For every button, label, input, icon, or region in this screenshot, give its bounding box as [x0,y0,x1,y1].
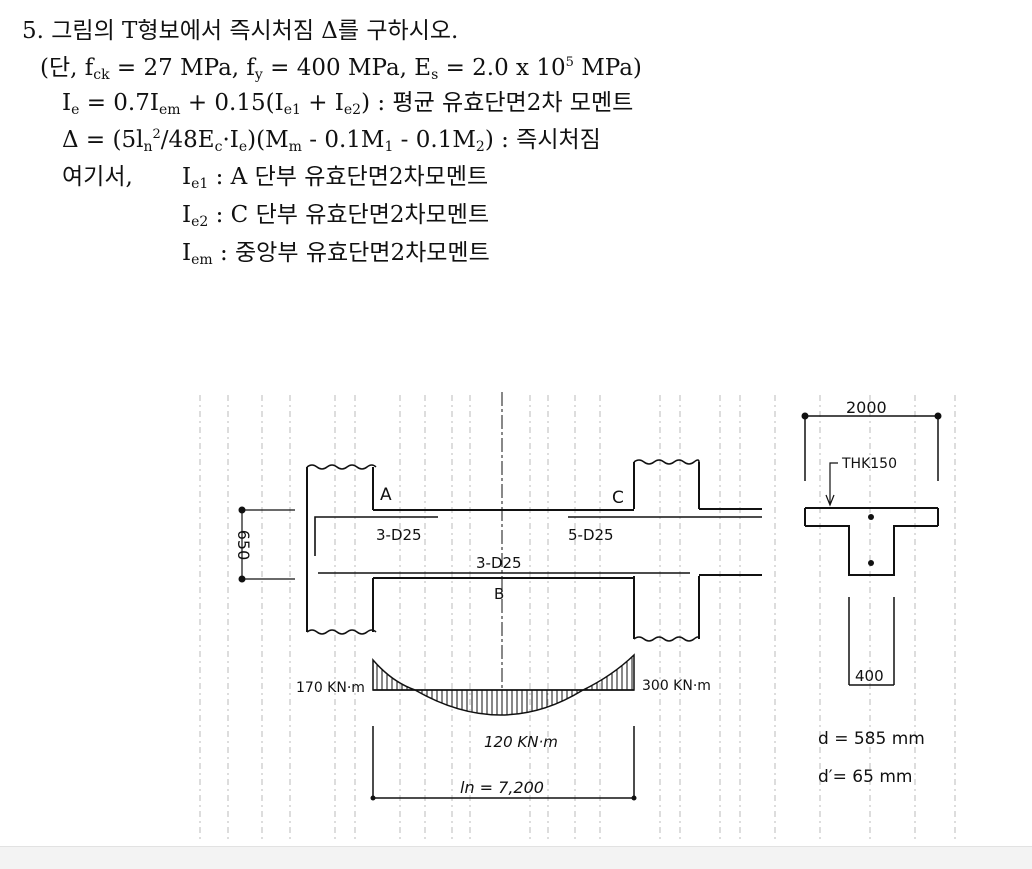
formula-text: I [62,90,72,116]
formula-text: : C 단부 유효단면2차모멘트 [208,202,490,228]
moment-mid-label: 120 KN·m [484,733,558,751]
label-a: A [380,485,392,505]
formula-subscript: y [254,67,263,83]
formula-subscript: ck [93,67,110,83]
t-section [801,412,942,686]
formula-text: ·I [222,127,239,153]
graph-paper-grid [199,395,956,840]
formula-text: = 400 MPa, E [262,55,432,81]
formula-subscript: e [238,139,248,155]
formula-subscript: e2 [343,102,362,118]
formula-text: - 0.1M [393,127,476,153]
span-dimension-line [372,726,635,799]
formula-subscript: m [288,139,302,155]
top-rebar-left-label: 3-D25 [376,526,422,544]
formula-text: ) : 즉시처짐 [484,127,601,153]
flange-thickness-label: THK150 [841,456,897,472]
depth-dimension-line [241,509,295,580]
problem-title: 5. 그림의 T형보에서 즉시처짐 Δ를 구하시오. [22,18,459,44]
formula-subscript: 1 [384,139,394,155]
formula-subscript: em [158,102,181,118]
web-width-label: 400 [855,667,884,685]
beam-elevation [238,392,762,715]
formula-subscript: s [431,67,439,83]
depth-label: 650 [234,530,253,561]
moment-diagram [370,653,637,801]
label-b: B [494,585,504,603]
formula-text: )(M [247,127,289,153]
formula-text: ) : 평균 유효단면2차 모멘트 [361,90,634,116]
formula-text: : A 단부 유효단면2차모멘트 [208,164,489,190]
formula-text: = 2.0 x 10 [438,55,566,81]
definition-iem: Iem : 중앙부 유효단면2차모멘트 [182,240,490,268]
where-label: 여기서, [62,164,133,190]
definition-ie1: Ie1 : A 단부 유효단면2차모멘트 [182,164,489,192]
page-bottom-strip [0,846,1032,869]
formula-text: + 0.15(I [180,90,284,116]
formula-text: I [182,164,192,190]
conditions-line: (단, fck = 27 MPa, fy = 400 MPa, Es = 2.0… [40,56,642,82]
top-rebar [314,516,762,556]
formula-text: I [182,202,192,228]
formula-text: MPa) [573,55,642,81]
span-label: ln = 7,200 [460,778,544,797]
formula-subscript: 2 [475,139,485,155]
d-prime-value: d′= 65 mm [818,767,912,787]
flange-width-label: 2000 [846,398,887,417]
formula-text: = 27 MPa, f [109,55,255,81]
moment-left-label: 170 KN·m [296,680,365,696]
formula-text: : 중앙부 유효단면2차모멘트 [212,240,490,266]
formula-subscript: e [71,102,80,118]
formula-subscript: em [191,252,213,268]
formula-text: + I [300,90,344,116]
ie-formula: Ie = 0.7Iem + 0.15(Ie1 + Ie2) : 평균 유효단면2… [62,90,634,118]
thickness-arrow-icon [825,462,838,507]
formula-subscript: n [143,139,153,155]
formula-text: I [182,240,192,266]
label-c: C [612,488,624,508]
formula-text: - 0.1M [301,127,385,153]
formula-text: = 0.7I [79,90,159,116]
delta-formula: Δ = (5ln2/48Ec·Ie)(Mm - 0.1M1 - 0.1M2) :… [62,128,601,154]
formula-subscript: e1 [191,176,209,192]
formula-text: /48E [160,127,215,153]
d-value: d = 585 mm [818,729,925,749]
formula-subscript: c [214,139,223,155]
formula-supscript: 5 [565,55,574,70]
formula-text: (단, f [40,55,94,81]
top-rebar-right-label: 5-D25 [568,526,614,544]
bottom-rebar-label: 3-D25 [476,554,522,572]
formula-subscript: e1 [283,102,301,118]
moment-right-label: 300 KN·m [642,678,711,694]
formula-supscript: 2 [152,127,161,142]
formula-text: Δ = (5l [62,127,144,153]
formula-subscript: e2 [191,214,209,230]
definition-ie2: Ie2 : C 단부 유효단면2차모멘트 [182,202,490,230]
